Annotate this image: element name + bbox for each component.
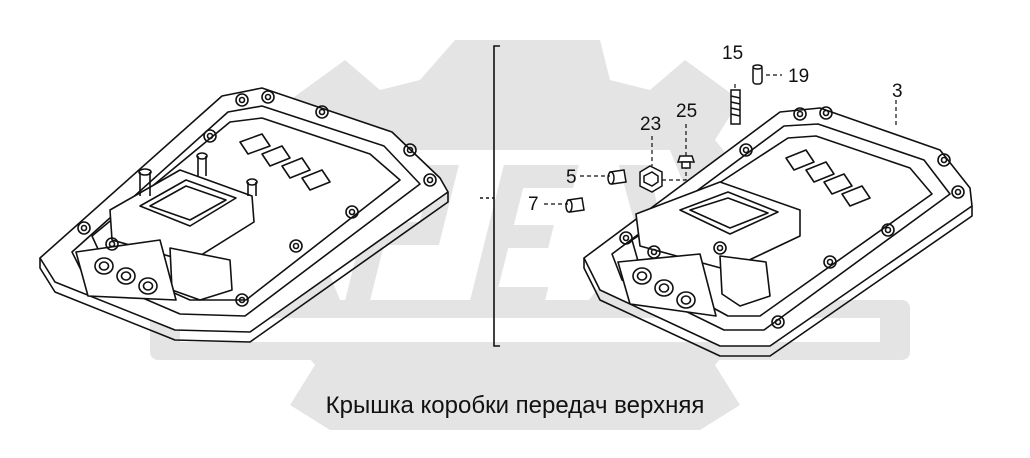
part-23-breather: [639, 165, 663, 193]
part-5-plug: [607, 169, 627, 185]
callout-3: 3: [892, 81, 903, 102]
part-19-pin: [752, 64, 763, 85]
diagram-caption: Крышка коробки передач верхняя: [325, 392, 705, 419]
cover-assembly-right: [583, 106, 973, 357]
cover-assembly-left: [39, 87, 449, 343]
callout-5: 5: [566, 167, 577, 188]
callout-19: 19: [788, 66, 809, 87]
small-parts: [565, 64, 763, 213]
callout-23: 23: [640, 114, 661, 135]
part-7-plug: [565, 197, 585, 213]
flange-bolts-left: [77, 90, 437, 307]
part-15-stud: [730, 89, 741, 125]
exploded-view-bracket: [480, 45, 500, 347]
callout-7: 7: [528, 194, 539, 215]
callout-15: 15: [722, 43, 743, 64]
callout-labels: 15 19 3 25 23 5 7: [528, 43, 903, 215]
callout-25: 25: [676, 101, 697, 122]
flange-bolts-right: [619, 106, 965, 329]
cover-slots-left: [239, 133, 331, 191]
leader-lines: [544, 74, 897, 205]
cover-slots-right: [785, 149, 871, 207]
